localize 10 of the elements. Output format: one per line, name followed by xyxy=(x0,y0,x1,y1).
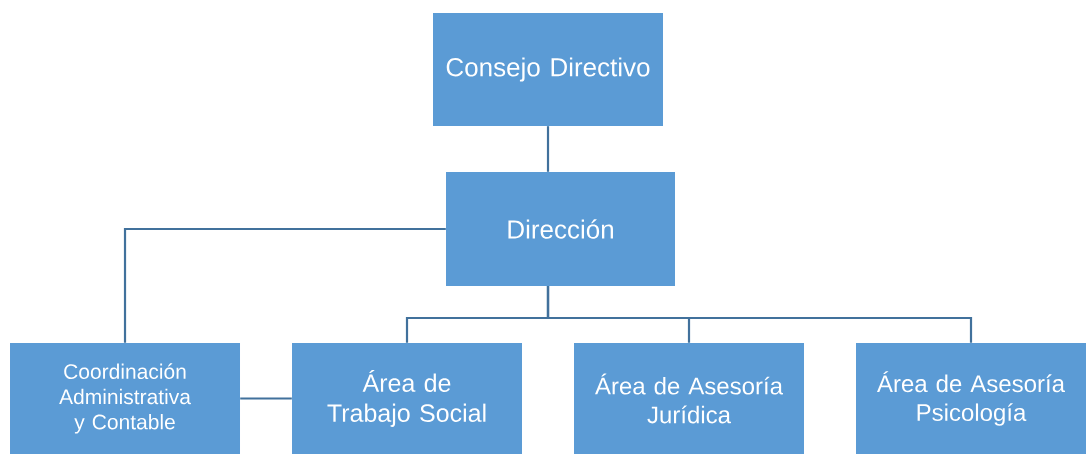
connector-line xyxy=(546,286,973,343)
org-box: Consejo Directivo xyxy=(433,13,663,126)
connector-line xyxy=(123,227,446,343)
org-box: Área de Asesoría Jurídica xyxy=(574,343,804,454)
connector-line xyxy=(240,397,292,400)
org-box: Área de Trabajo Social xyxy=(292,343,522,454)
org-box: Dirección xyxy=(446,172,675,286)
org-box: Área de Asesoría Psicología xyxy=(856,343,1086,454)
connector-line xyxy=(546,126,550,172)
org-box: Coordinación Administrativa y Contable xyxy=(10,343,240,454)
